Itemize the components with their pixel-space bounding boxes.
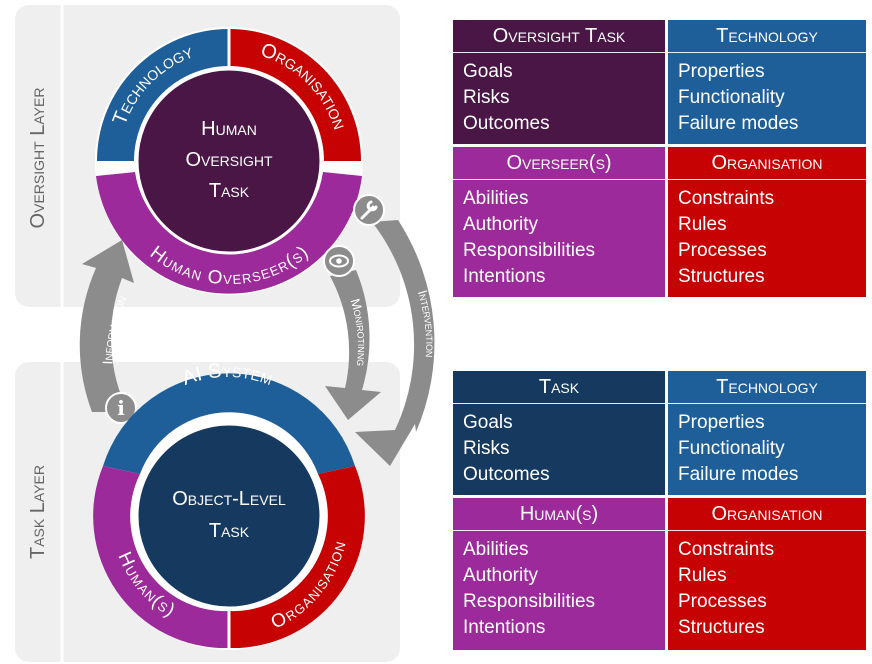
list-item: Constraints bbox=[678, 188, 775, 209]
list-item: Failure modes bbox=[678, 113, 799, 134]
ring-segment-humans bbox=[93, 466, 229, 649]
table-oversight-overseers: Overseer(s) Abilities Authority Responsi… bbox=[453, 147, 665, 297]
oversight-layer-label: Oversight Layer bbox=[27, 88, 49, 229]
oversight-ring: Human Oversight Task Technology Organisa… bbox=[95, 27, 363, 295]
list-item: Rules bbox=[678, 565, 727, 586]
ring-segment-organisation-2 bbox=[229, 466, 365, 649]
list-item: Responsibilities bbox=[463, 591, 596, 612]
table-oversight-organisation: Organisation Constraints Rules Processes… bbox=[668, 147, 866, 297]
info-icon bbox=[105, 392, 137, 424]
list-item: Constraints bbox=[678, 539, 775, 560]
table-header: Oversight Task bbox=[453, 20, 665, 53]
list-item: Abilities bbox=[463, 188, 529, 209]
task-center-line-2: Task bbox=[209, 520, 250, 542]
ring-segment-overseers bbox=[96, 172, 362, 294]
table-task-humans: Human(s) Abilities Authority Responsibil… bbox=[453, 498, 665, 650]
layer-diagram: Oversight Layer Task Layer Human Oversig… bbox=[15, 5, 438, 662]
list-item: Failure modes bbox=[678, 464, 799, 485]
table-header: Organisation bbox=[668, 147, 866, 180]
monitoring-arrow bbox=[325, 270, 381, 420]
list-item: Processes bbox=[678, 240, 767, 261]
oversight-center-line-2: Oversight bbox=[185, 149, 273, 171]
svg-text:i: i bbox=[117, 396, 125, 420]
list-item: Structures bbox=[678, 266, 765, 287]
list-item: Risks bbox=[463, 438, 510, 459]
table-header: Human(s) bbox=[453, 498, 665, 531]
table-header: Technology bbox=[668, 371, 866, 404]
intervention-arrow bbox=[355, 220, 435, 466]
list-item: Outcomes bbox=[463, 113, 550, 134]
ring-segment-organisation bbox=[229, 29, 361, 161]
list-item: Processes bbox=[678, 591, 767, 612]
ring-segment-technology bbox=[97, 29, 229, 161]
list-item: Properties bbox=[678, 412, 765, 433]
table-task-technology: Technology Properties Functionality Fail… bbox=[668, 371, 866, 495]
list-item: Intentions bbox=[463, 266, 546, 287]
list-item: Intentions bbox=[463, 617, 546, 638]
task-ring: Object-Level Task AI System Human(s) Org… bbox=[93, 360, 365, 650]
list-item: Outcomes bbox=[463, 464, 550, 485]
table-task-organisation: Organisation Constraints Rules Processes… bbox=[668, 498, 866, 650]
oversight-center-line-1: Human bbox=[201, 118, 257, 140]
task-center-line-1: Object-Level bbox=[172, 488, 286, 510]
table-header: Overseer(s) bbox=[453, 147, 665, 180]
oversight-center-line-3: Task bbox=[209, 180, 250, 202]
list-item: Authority bbox=[463, 214, 538, 235]
list-item: Functionality bbox=[678, 87, 785, 108]
list-item: Abilities bbox=[463, 539, 529, 560]
arrows: Information i Monirotinng Intervention bbox=[79, 194, 438, 466]
list-item: Goals bbox=[463, 412, 513, 433]
list-item: Structures bbox=[678, 617, 765, 638]
table-oversight-task: Oversight Task Goals Risks Outcomes bbox=[453, 20, 665, 144]
task-layer-label: Task Layer bbox=[27, 465, 49, 559]
table-header: Task bbox=[453, 371, 665, 404]
table-header: Organisation bbox=[668, 498, 866, 531]
list-item: Rules bbox=[678, 214, 727, 235]
list-item: Risks bbox=[463, 87, 510, 108]
object-level-task-center bbox=[135, 422, 323, 610]
list-item: Functionality bbox=[678, 438, 785, 459]
list-item: Properties bbox=[678, 61, 765, 82]
table-header: Technology bbox=[668, 20, 866, 53]
table-task: Task Goals Risks Outcomes bbox=[453, 371, 665, 495]
list-item: Responsibilities bbox=[463, 240, 596, 261]
information-arrow bbox=[79, 240, 134, 412]
list-item: Authority bbox=[463, 565, 538, 586]
list-item: Goals bbox=[463, 61, 513, 82]
ring-segment-ai-system bbox=[103, 373, 355, 474]
table-oversight-technology: Technology Properties Functionality Fail… bbox=[668, 20, 866, 144]
oversight-task-center bbox=[135, 67, 323, 255]
